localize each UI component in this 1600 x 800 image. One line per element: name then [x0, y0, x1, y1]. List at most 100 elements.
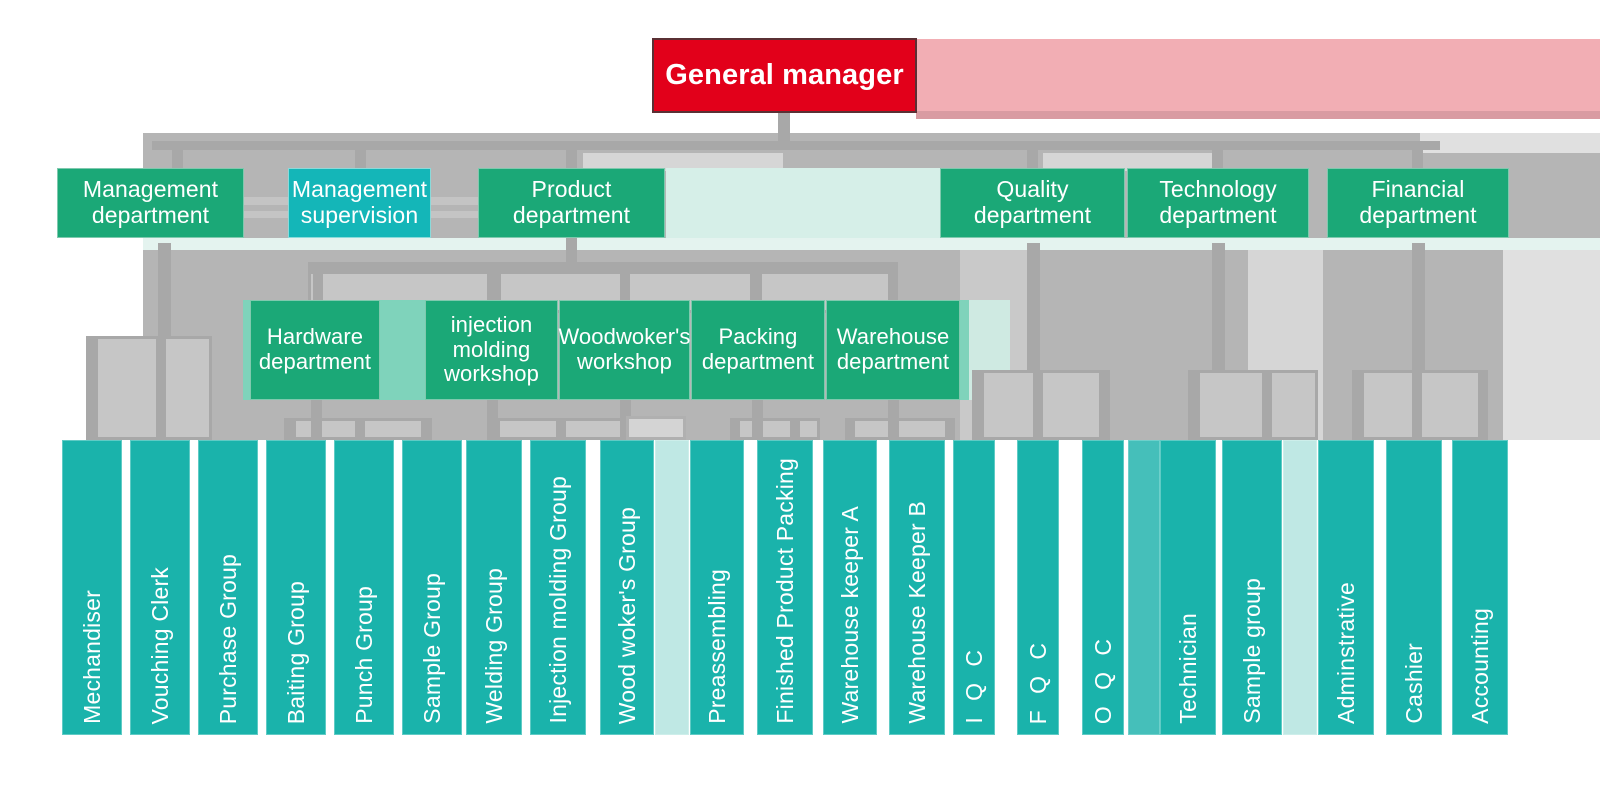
- node-warehouse-department[interactable]: Warehouse department: [826, 300, 960, 400]
- leaf-punch-group[interactable]: Punch Group: [334, 440, 394, 735]
- leaf-spacer-20: [1283, 440, 1317, 735]
- connector-drop-preassem: [730, 418, 740, 440]
- leaf-technician[interactable]: Technician: [1160, 440, 1216, 735]
- leaf-label: Vouching Clerk: [146, 566, 173, 725]
- leaf-label: Cashier: [1400, 643, 1427, 724]
- connector-cell-pack-leaves: [730, 418, 820, 440]
- leaf-baiting-group[interactable]: Baiting Group: [266, 440, 326, 735]
- connector-drop-wkeeper-b: [945, 418, 955, 440]
- leaf-preassembling[interactable]: Preassembling: [690, 440, 744, 735]
- connector-cell-mgmt-leaves: [86, 336, 212, 440]
- connector-drop-technology: [1212, 141, 1223, 171]
- leaf-adminstrative[interactable]: Adminstrative: [1318, 440, 1374, 735]
- connector-drop-welding: [556, 418, 566, 440]
- connector-rail-sup-prod: [430, 197, 480, 205]
- connector-drop-packing: [752, 271, 762, 303]
- connector-cell-packing: [753, 271, 898, 313]
- connector-cell-hw-leaves: [284, 418, 424, 440]
- connector-drop-injection: [487, 271, 497, 303]
- connector-cell-wh-leaves: [845, 418, 955, 440]
- leaf-label: Adminstrative: [1332, 582, 1359, 724]
- connector-bus-level3: [308, 262, 898, 271]
- leaf-purchase-group[interactable]: Purchase Group: [198, 440, 258, 735]
- connector-drop-quality: [1027, 141, 1038, 171]
- leaf-sample-group[interactable]: Sample Group: [402, 440, 462, 735]
- leaf-welding-group[interactable]: Welding Group: [466, 440, 522, 735]
- leaf-spacer-9: [655, 440, 689, 735]
- connector-drop-technician: [1190, 370, 1200, 440]
- connector-cell-wood-leaves: [626, 416, 686, 440]
- connector-drop-woodwoker: [620, 271, 630, 303]
- leaf-mechandiser[interactable]: Mechandiser: [62, 440, 122, 735]
- leaf-label: Wood woker's Group: [613, 506, 640, 724]
- leaf-label: Sample Group: [418, 573, 445, 724]
- connector-drop-vouching: [156, 336, 166, 440]
- connector-trunk-product: [566, 237, 577, 270]
- leaf-label: Warehouse keeper A: [836, 506, 863, 724]
- leaf-spacer-17: [1128, 440, 1160, 735]
- background-band-pink: [916, 39, 1600, 111]
- connector-drop-oqc: [1100, 370, 1110, 440]
- leaf-label: Finished Product Packing: [771, 458, 798, 724]
- node-quality-department[interactable]: Quality department: [940, 168, 1125, 238]
- leaf-label: Punch Group: [350, 586, 377, 724]
- leaf-label: Preassembling: [703, 569, 730, 724]
- leaf-warehouse-keeper-b[interactable]: Warehouse Keeper B: [889, 440, 945, 735]
- node-woodwokers-workshop[interactable]: Woodwoker's workshop: [558, 300, 690, 400]
- leaf-f-q-c[interactable]: F Q C: [1017, 440, 1059, 735]
- node-general-manager[interactable]: General manager: [652, 38, 917, 113]
- connector-trunk-top: [778, 111, 790, 141]
- leaf-label: Purchase Group: [214, 553, 241, 724]
- leaf-finished-product-packing[interactable]: Finished Product Packing: [757, 440, 813, 735]
- connector-drop-warehouse: [888, 271, 898, 303]
- leaf-o-q-c[interactable]: O Q C: [1082, 440, 1124, 735]
- connector-drop-product: [566, 141, 577, 171]
- connector-drop-purchase: [286, 418, 296, 440]
- leaf-i-q-c[interactable]: I Q C: [953, 440, 995, 735]
- background-band-mint-upper: [666, 168, 942, 238]
- connector-drop-cashier: [1412, 370, 1422, 440]
- leaf-label: Injection molding Group: [544, 476, 571, 724]
- background-band-pink-shadow: [916, 111, 1600, 119]
- background-band-mint-row: [143, 238, 1600, 250]
- node-packing-department[interactable]: Packing department: [691, 300, 825, 400]
- node-management-supervision[interactable]: Management supervision: [288, 168, 431, 238]
- connector-rail-mgmt-sup: [243, 197, 291, 205]
- node-financial-department[interactable]: Financial department: [1327, 168, 1509, 238]
- connector-drop-accounting: [1478, 370, 1488, 440]
- connector-drop-management: [172, 141, 183, 171]
- connector-drop-sample: [490, 418, 500, 440]
- connector-drop-administrative: [1354, 370, 1364, 440]
- leaf-cashier[interactable]: Cashier: [1386, 440, 1442, 735]
- connector-drop-fqc: [1033, 370, 1043, 440]
- node-product-department[interactable]: Product department: [478, 168, 665, 238]
- accent-block-hardware-right: [380, 300, 428, 400]
- connector-drop-baiting: [355, 418, 365, 440]
- leaf-sample-group[interactable]: Sample group: [1222, 440, 1282, 735]
- leaf-label: Accounting: [1466, 608, 1493, 724]
- connector-stem-packing: [752, 392, 763, 440]
- leaf-label: O Q C: [1089, 633, 1116, 724]
- leaf-label: F Q C: [1024, 637, 1051, 724]
- background-band-gray-mid-lt2: [1043, 153, 1218, 171]
- connector-stem-warehouse: [888, 392, 899, 440]
- connector-stem-hardware: [311, 392, 322, 440]
- leaf-label: I Q C: [960, 645, 987, 724]
- leaf-accounting[interactable]: Accounting: [1452, 440, 1508, 735]
- connector-rail-mgmt-sup-2: [243, 211, 291, 218]
- connector-drop-iqc: [974, 370, 984, 440]
- leaf-wood-woker-s-group[interactable]: Wood woker's Group: [600, 440, 654, 735]
- leaf-label: Sample group: [1238, 578, 1265, 724]
- node-management-department[interactable]: Management department: [57, 168, 244, 238]
- connector-drop-punch: [422, 418, 432, 440]
- leaf-vouching-clerk[interactable]: Vouching Clerk: [130, 440, 190, 735]
- node-injection-molding-workshop[interactable]: injection molding workshop: [425, 300, 558, 400]
- node-hardware-department[interactable]: Hardware department: [250, 300, 380, 400]
- leaf-injection-molding-group[interactable]: Injection molding Group: [530, 440, 586, 735]
- background-band-gray-lower-lt3: [1503, 250, 1600, 440]
- connector-drop-supervision: [355, 141, 366, 171]
- connector-drop-mechandiser: [88, 336, 98, 440]
- leaf-warehouse-keeper-a[interactable]: Warehouse keeper A: [823, 440, 877, 735]
- connector-stem-woodwoker: [620, 392, 631, 440]
- node-technology-department[interactable]: Technology department: [1127, 168, 1309, 238]
